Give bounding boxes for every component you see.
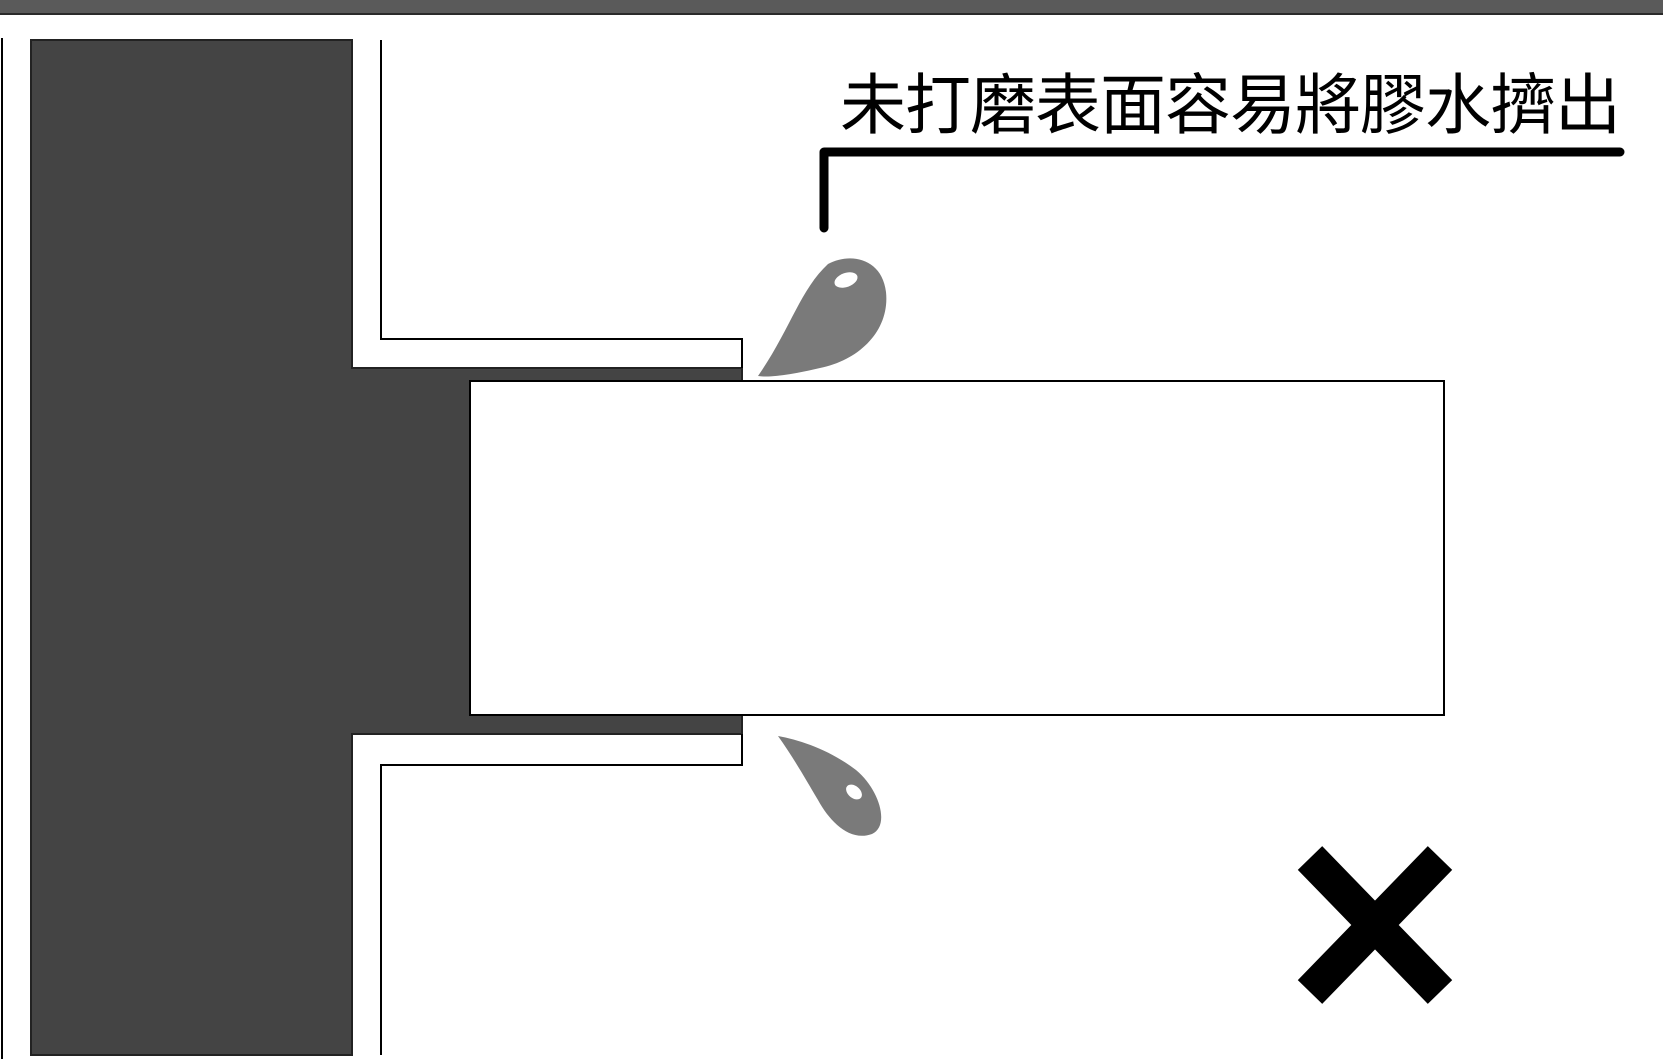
glue-drop-lower-shape: [778, 736, 882, 836]
top-frame-bar: [0, 0, 1663, 14]
callout-leader-line: [819, 147, 1625, 233]
socket-outline-upper: [380, 40, 743, 368]
socket-outline-lower: [380, 734, 743, 1055]
glue-drop-upper: [758, 258, 887, 377]
callout-label: 未打磨表面容易將膠水擠出: [840, 67, 1620, 144]
glue-drop-upper-shape: [758, 258, 887, 377]
inserted-rod: [469, 380, 1445, 716]
glue-drop-upper-highlight: [834, 272, 858, 288]
glue-drop-lower: [778, 736, 882, 836]
glue-drop-lower-highlight: [846, 784, 862, 800]
incorrect-x-icon: [1297, 846, 1453, 1004]
